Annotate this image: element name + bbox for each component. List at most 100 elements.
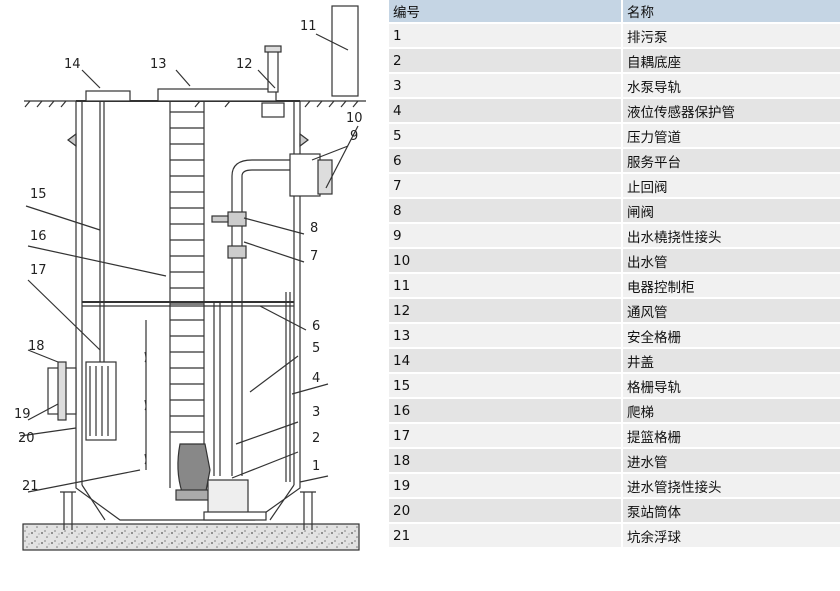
cell-number: 12 — [389, 299, 623, 322]
cell-name: 坑余浮球 — [623, 524, 840, 547]
callout-8: 8 — [310, 221, 318, 236]
callout-2: 2 — [312, 431, 320, 446]
cell-name: 进水管挠性接头 — [623, 474, 840, 497]
cell-name: 爬梯 — [623, 399, 840, 422]
cell-number: 21 — [389, 524, 623, 547]
cell-number: 8 — [389, 199, 623, 222]
cell-name: 泵站筒体 — [623, 499, 840, 522]
callout-18: 18 — [28, 339, 45, 354]
callout-17: 17 — [30, 263, 47, 278]
callout-7: 7 — [310, 249, 318, 264]
cell-name: 出水管 — [623, 249, 840, 272]
callout-21: 21 — [22, 479, 39, 494]
pump-guide-rail — [213, 302, 221, 476]
cell-name: 水泵导轨 — [623, 74, 840, 97]
submersible-pump — [177, 443, 211, 497]
callout-6: 6 — [312, 319, 320, 334]
cell-number: 20 — [389, 499, 623, 522]
callout-1: 1 — [312, 459, 320, 474]
cell-name: 自耦底座 — [623, 49, 840, 72]
callout-12: 12 — [236, 57, 253, 72]
cover-14 — [85, 90, 131, 102]
cell-number: 1 — [389, 24, 623, 47]
float-ball — [144, 320, 147, 470]
cell-number: 15 — [389, 374, 623, 397]
table-header-row: 编号 名称 — [389, 0, 840, 22]
cell-number: 3 — [389, 74, 623, 97]
callout-16: 16 — [30, 229, 47, 244]
ladder — [169, 101, 205, 488]
cell-name: 格栅导轨 — [623, 374, 840, 397]
callout-5: 5 — [312, 341, 320, 356]
cell-number: 13 — [389, 324, 623, 347]
pump-station-diagram: 1 2 3 4 5 6 7 8 9 10 11 12 13 14 15 16 1… — [0, 0, 380, 591]
cover-13 — [157, 88, 277, 102]
cell-number: 4 — [389, 99, 623, 122]
cell-name: 安全格栅 — [623, 324, 840, 347]
check-valve — [227, 245, 247, 259]
callout-19: 19 — [14, 407, 31, 422]
tank-shell — [75, 101, 301, 521]
column-header-name: 名称 — [623, 0, 840, 22]
cell-number: 14 — [389, 349, 623, 372]
concrete-base — [22, 523, 360, 551]
outlet-pipe — [289, 153, 321, 197]
cell-name: 液位传感器保护管 — [623, 99, 840, 122]
callout-9: 9 — [350, 129, 358, 144]
callout-20: 20 — [18, 431, 35, 446]
callout-3: 3 — [312, 405, 320, 420]
cell-number: 5 — [389, 124, 623, 147]
cell-name: 排污泵 — [623, 24, 840, 47]
callout-11: 11 — [300, 19, 317, 34]
callout-10: 10 — [346, 111, 363, 126]
callout-15: 15 — [30, 187, 47, 202]
cell-name: 电器控制柜 — [623, 274, 840, 297]
cell-name: 压力管道 — [623, 124, 840, 147]
cell-number: 18 — [389, 449, 623, 472]
cell-name: 通风管 — [623, 299, 840, 322]
ground-hatch — [24, 100, 359, 108]
callout-4: 4 — [312, 371, 320, 386]
control-cabinet — [331, 5, 359, 97]
level-sensor-tube — [285, 292, 291, 482]
cell-number: 2 — [389, 49, 623, 72]
gate-valve — [227, 211, 247, 227]
cell-name: 进水管 — [623, 449, 840, 472]
cell-name: 服务平台 — [623, 149, 840, 172]
cell-number: 11 — [389, 274, 623, 297]
cell-number: 16 — [389, 399, 623, 422]
cell-name: 止回阀 — [623, 174, 840, 197]
cell-name: 提篮格栅 — [623, 424, 840, 447]
cell-number: 19 — [389, 474, 623, 497]
cell-name: 井盖 — [623, 349, 840, 372]
cell-number: 10 — [389, 249, 623, 272]
cell-name: 闸阀 — [623, 199, 840, 222]
callout-labels: 1 2 3 4 5 6 7 8 9 10 11 12 13 14 15 16 1… — [14, 19, 363, 494]
cell-number: 17 — [389, 424, 623, 447]
cell-number: 7 — [389, 174, 623, 197]
callout-14: 14 — [64, 57, 81, 72]
coupling-base — [207, 479, 249, 517]
